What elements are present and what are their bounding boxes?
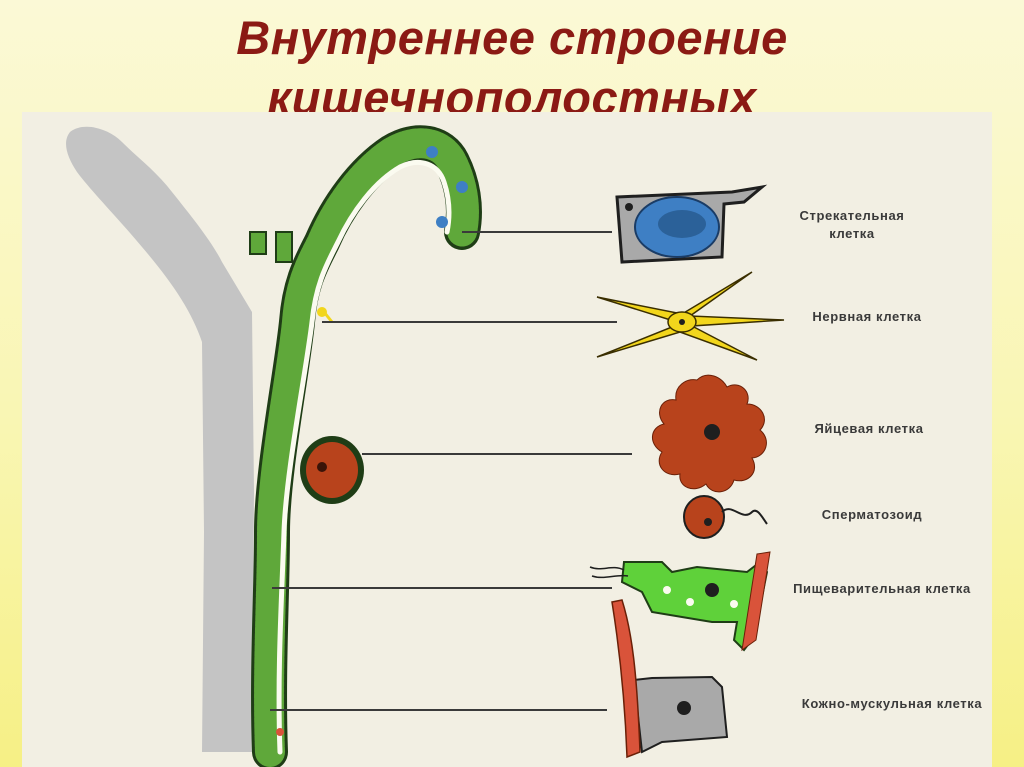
nerve-cell-illustration [596,271,785,361]
pointer-lines [270,231,632,711]
egg-cell-illustration [652,374,767,493]
title-line-1: Внутреннее строение [236,11,788,64]
label-stinging-cell: Стрекательная клетка [799,208,905,241]
digestive-cell-illustration [589,551,771,652]
stinging-cell-illustration [615,184,768,264]
label-digestive-cell: Пищеварительная клетка [793,581,971,596]
label-egg-cell: Яйцевая клетка [814,421,924,436]
hydra-body-silhouette [66,126,254,752]
skin-muscle-cell-illustration [611,599,729,759]
label-skin-muscle-cell: Кожно-мускульная клетка [801,696,983,711]
slide-title: Внутреннее строение кишечнополостных [0,8,1024,128]
ectoderm-cell-column [249,125,482,767]
label-nerve-cell: Нервная клетка [812,309,922,324]
hydra-structure-diagram [66,125,785,767]
embedded-egg-cell [300,436,364,504]
label-sperm: Сперматозоид [821,507,923,522]
sperm-illustration [683,495,768,539]
figure-panel: Стрекательная клетка Нервная клетка Яйце… [22,112,992,767]
